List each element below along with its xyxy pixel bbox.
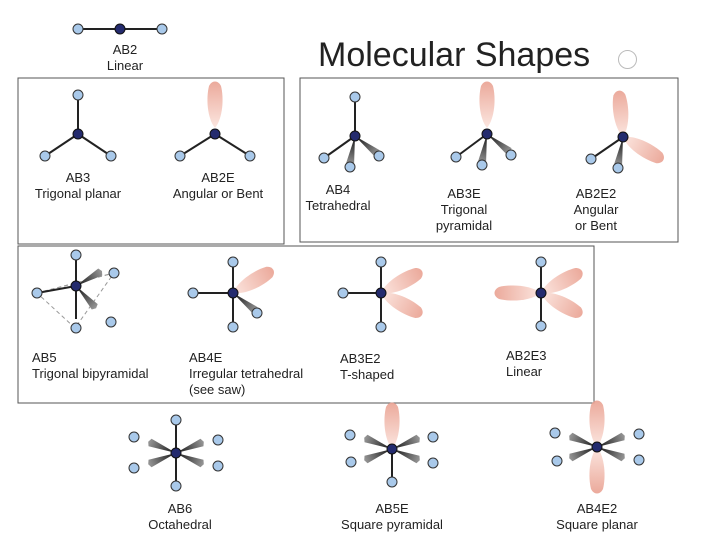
shape-name: Square planar [556, 517, 638, 532]
formula: AB4 [325, 182, 351, 197]
label-ab4e2: AB4E2 Square planar [547, 501, 647, 533]
box-bipyramidal [17, 245, 595, 404]
formula: AB3E [447, 186, 481, 201]
formula: AB2E [201, 170, 235, 185]
formula: AB5E [375, 501, 409, 516]
shape-name: pyramidal [435, 218, 493, 233]
shape-name: Trigonal planar [34, 186, 122, 201]
shape-name: Linear [106, 58, 144, 73]
ab2e2-angular-model [585, 90, 668, 174]
ab5-trigonal-bipyramidal-model [31, 249, 120, 334]
shape-name: Tetrahedral [305, 198, 371, 213]
ab4e-seesaw-model [187, 256, 278, 333]
label-ab4: AB4 Tetrahedral [298, 182, 378, 214]
shape-name: Trigonal [440, 202, 488, 217]
label-ab2: AB2 Linear [80, 42, 170, 74]
ab5e-square-pyramidal-model [344, 402, 439, 488]
ab3e-trigonal-pyramidal-model [450, 81, 517, 171]
shape-name: Octahedral [148, 517, 212, 532]
ab3e2-t-shaped-model [337, 256, 426, 333]
ab4-tetrahedral-model [318, 91, 385, 173]
formula: AB4E [189, 350, 223, 365]
ab6-octahedral-model [128, 414, 224, 492]
ab2e3-linear-model [494, 256, 586, 332]
shape-name: T-shaped [340, 367, 395, 382]
label-ab5e: AB5E Square pyramidal [332, 501, 452, 533]
shape-name: (see saw) [189, 382, 246, 397]
page-title: Molecular Shapes [318, 36, 591, 74]
label-ab2e2: AB2E2 Angular or Bent [556, 186, 636, 234]
formula: AB2E2 [575, 186, 617, 201]
shape-name: Linear [506, 364, 543, 379]
formula: AB3 [65, 170, 91, 185]
box-trigonal [17, 77, 285, 245]
ab4e2-square-planar-model [549, 400, 645, 494]
formula: AB3E2 [340, 351, 381, 366]
shape-name: Irregular tetrahedral [189, 366, 304, 381]
ab2-linear-model [72, 23, 168, 35]
shape-name: Angular [573, 202, 619, 217]
circle-icon [618, 50, 637, 69]
shape-name: Angular or Bent [172, 186, 264, 201]
ab3-trigonal-planar-model [39, 89, 117, 162]
shape-name: Square pyramidal [341, 517, 443, 532]
shape-name: Trigonal bipyramidal [32, 366, 149, 381]
label-ab3e2: AB3E2 T-shaped [340, 351, 394, 383]
label-ab2e: AB2E Angular or Bent [158, 170, 278, 202]
label-ab2e3: AB2E3 Linear [506, 348, 546, 380]
label-ab6: AB6 Octahedral [130, 501, 230, 533]
label-ab3e: AB3E Trigonal pyramidal [424, 186, 504, 234]
formula: AB5 [32, 350, 57, 365]
formula: AB6 [167, 501, 193, 516]
formula: AB2E3 [506, 348, 547, 363]
shape-name: or Bent [575, 218, 617, 233]
formula: AB4E2 [576, 501, 618, 516]
box-tetrahedral [299, 77, 679, 243]
formula: AB2 [112, 42, 138, 57]
label-ab3: AB3 Trigonal planar [18, 170, 138, 202]
label-ab4e: AB4E Irregular tetrahedral (see saw) [189, 350, 303, 398]
ab2e-angular-model [174, 81, 256, 162]
label-ab5: AB5 Trigonal bipyramidal [32, 350, 149, 382]
